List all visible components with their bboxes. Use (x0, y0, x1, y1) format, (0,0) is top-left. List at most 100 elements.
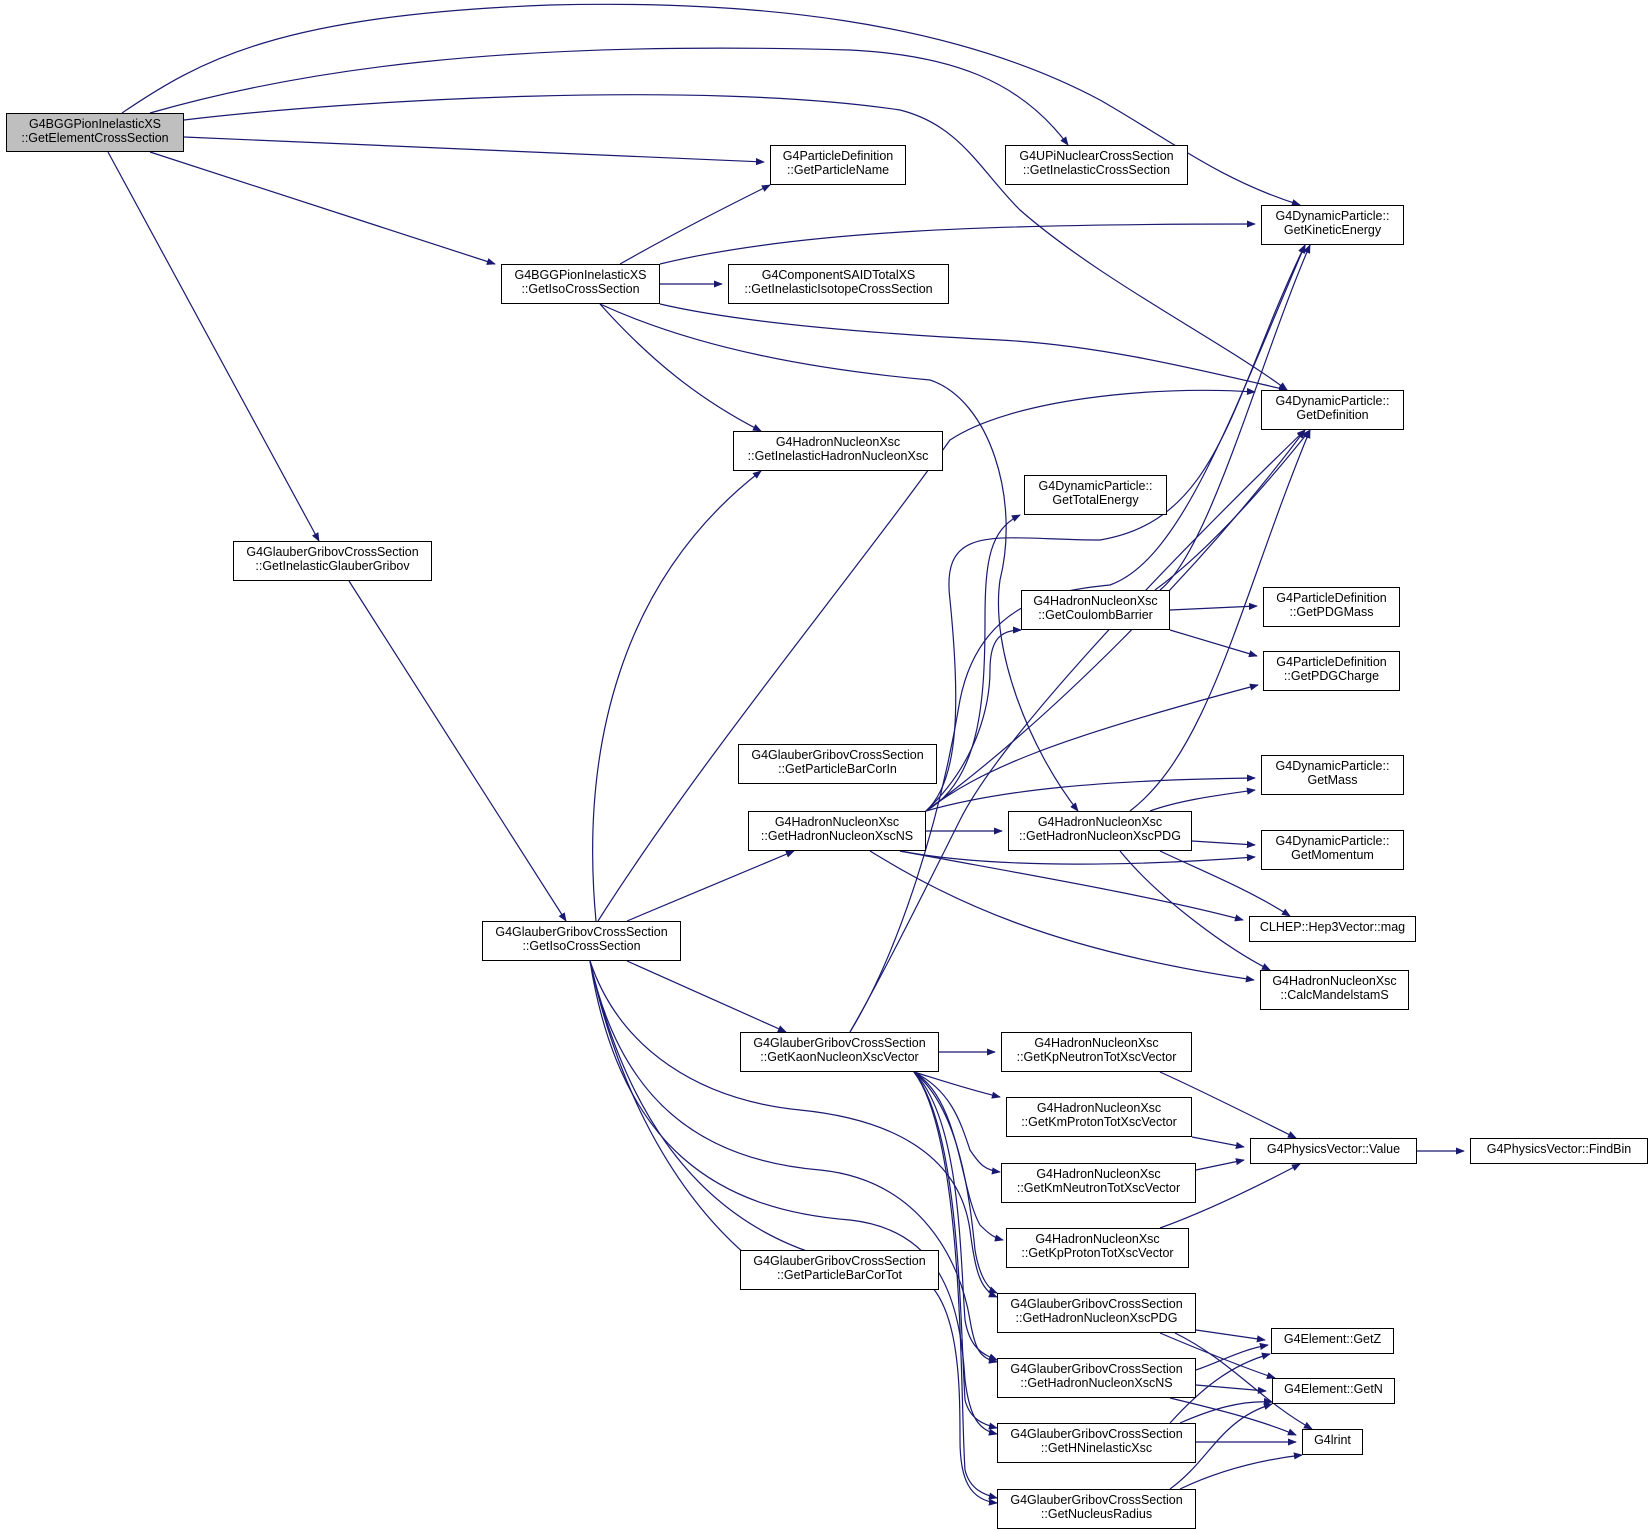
edge-gg-radius-to-lrint (1179, 1452, 1303, 1490)
edge-gg-hnns-to-el-z (1195, 1342, 1269, 1371)
node-hadron-nucleon-get-xsc-ns[interactable]: G4HadronNucleonXsc::GetHadronNucleonXscN… (748, 811, 926, 851)
edge-hn-ns-to-mandel (869, 850, 1255, 983)
node-line-2: GetMass (1307, 773, 1358, 787)
edge-bgg-iso-to-hn-inel (599, 303, 762, 432)
node-glauber-gribov-get-hn-inelastic-xsc[interactable]: G4GlauberGribovCrossSection::GetHNinelas… (997, 1423, 1196, 1463)
edge-gg-kaon-to-gg-hnpdg (913, 1071, 998, 1294)
node-line-2: GetTotalEnergy (1052, 493, 1139, 507)
edge-gg-iso-to-gg-hnns (589, 960, 998, 1364)
edge-coul-to-pd-charge (1169, 629, 1258, 658)
node-particle-definition-get-pdg-charge[interactable]: G4ParticleDefinition::GetPDGCharge (1263, 651, 1400, 691)
node-glauber-gribov-get-kaon-nucleon-xsc-vector[interactable]: G4GlauberGribovCrossSection::GetKaonNucl… (740, 1032, 939, 1072)
node-hadron-nucleon-get-xsc-pdg[interactable]: G4HadronNucleonXsc::GetHadronNucleonXscP… (1008, 811, 1192, 851)
edge-hn-ns-to-dp-te (925, 514, 1021, 812)
edge-gg-inel-to-gg-iso (348, 580, 567, 922)
node-hadron-nucleon-get-kp-proton-tot-xsc-vector[interactable]: G4HadronNucleonXsc::GetKpProtonTotXscVec… (1006, 1228, 1189, 1268)
edge-gg-kaon-to-dp-ke (849, 244, 1306, 1033)
node-glauber-gribov-get-hadron-nucleon-xsc-pdg[interactable]: G4GlauberGribovCrossSection::GetHadronNu… (997, 1293, 1196, 1333)
edge-kmp-to-pv-value (1191, 1136, 1245, 1150)
node-line-1: G4BGGPionInelasticXS (28, 117, 161, 131)
edge-hn-ns-to-hep-mag (899, 850, 1244, 922)
node-line-1: G4GlauberGribovCrossSection (753, 1036, 926, 1050)
edge-gg-kaon-to-gg-hnns (913, 1071, 998, 1361)
node-bgg-get-element-cross-section[interactable]: G4BGGPionInelasticXS::GetElementCrossSec… (6, 113, 184, 152)
edge-kmn-to-pv-value (1195, 1158, 1245, 1171)
node-dynamic-particle-get-total-energy[interactable]: G4DynamicParticle::GetTotalEnergy (1024, 475, 1167, 515)
node-line-1: G4ParticleDefinition (1276, 655, 1387, 669)
edge-hn-pdg-to-dp-mom (1191, 840, 1256, 849)
node-line-2: ::CalcMandelstamS (1280, 988, 1389, 1002)
node-particle-definition-get-particle-name[interactable]: G4ParticleDefinition::GetParticleName (770, 145, 906, 185)
node-line-1: G4GlauberGribovCrossSection (1010, 1427, 1183, 1441)
node-line-2: ::GetHadronNucleonXscNS (1020, 1376, 1173, 1390)
node-line-2: ::GetParticleName (786, 163, 890, 177)
node-line-2: ::GetHNinelasticXsc (1040, 1441, 1153, 1455)
node-line-2: ::GetInelasticCrossSection (1022, 163, 1171, 177)
edge-hn-ns-to-dp-def (925, 429, 1306, 812)
node-clhep-hep3vector-mag[interactable]: CLHEP::Hep3Vector::mag (1249, 916, 1416, 942)
node-upi-get-inelastic-cross-section[interactable]: G4UPiNuclearCrossSection::GetInelasticCr… (1005, 145, 1188, 185)
node-glauber-gribov-get-hadron-nucleon-xsc-ns[interactable]: G4GlauberGribovCrossSection::GetHadronNu… (997, 1358, 1196, 1398)
node-dynamic-particle-get-mass[interactable]: G4DynamicParticle::GetMass (1261, 755, 1404, 795)
node-line-1: G4DynamicParticle:: (1275, 209, 1390, 223)
node-bgg-get-iso-cross-section[interactable]: G4BGGPionInelasticXS::GetIsoCrossSection (501, 264, 660, 304)
edge-bgg-iso-to-dp-ke (659, 220, 1256, 265)
edge-gg-radius-to-el-n (1169, 1402, 1273, 1490)
edge-bgg-iso-to-dp-def (659, 303, 1288, 392)
edge-gg-kaon-to-gg-radius (913, 1071, 998, 1500)
node-line-1: G4HadronNucleonXsc (1036, 1167, 1161, 1181)
node-line-2: ::GetKpNeutronTotXscVector (1016, 1050, 1177, 1064)
node-dynamic-particle-get-kinetic-energy[interactable]: G4DynamicParticle::GetKineticEnergy (1261, 205, 1404, 245)
node-line-1: G4DynamicParticle:: (1275, 394, 1390, 408)
node-element-get-z[interactable]: G4Element::GetZ (1271, 1328, 1394, 1354)
node-line-2: ::GetHadronNucleonXscNS (760, 829, 914, 843)
node-line-1: G4GlauberGribovCrossSection (495, 925, 668, 939)
edge-gg-iso-to-dp-def (597, 387, 1256, 922)
node-line-1: G4GlauberGribovCrossSection (1010, 1362, 1183, 1376)
edge-gg-hnns-to-lrint (1169, 1397, 1297, 1436)
edge-root-to-dp-def (183, 94, 1288, 391)
node-g4lrint[interactable]: G4lrint (1302, 1429, 1363, 1455)
node-line-2: ::GetPDGCharge (1283, 669, 1380, 683)
node-line-2: ::GetElementCrossSection (21, 131, 169, 145)
node-dynamic-particle-get-momentum[interactable]: G4DynamicParticle::GetMomentum (1261, 830, 1404, 870)
node-hadron-nucleon-get-km-proton-tot-xsc-vector[interactable]: G4HadronNucleonXsc::GetKmProtonTotXscVec… (1006, 1097, 1192, 1137)
node-line-1: G4HadronNucleonXsc (1035, 1232, 1160, 1246)
node-line-1: G4HadronNucleonXsc (775, 435, 901, 449)
edge-gg-iso-to-gg-bartot (589, 960, 753, 1261)
node-physics-vector-find-bin[interactable]: G4PhysicsVector::FindBin (1470, 1138, 1648, 1164)
edge-root-to-upi (149, 47, 1069, 146)
node-line-1: G4DynamicParticle:: (1275, 759, 1390, 773)
node-line-1: CLHEP::Hep3Vector::mag (1259, 920, 1406, 934)
edge-bgg-iso-to-hn-pdg (599, 303, 1079, 812)
node-line-1: G4PhysicsVector::Value (1266, 1142, 1401, 1156)
node-line-2: ::GetKaonNucleonXscVector (760, 1050, 919, 1064)
node-glauber-gribov-get-nucleus-radius[interactable]: G4GlauberGribovCrossSection::GetNucleusR… (997, 1489, 1196, 1529)
node-line-2: ::GetInelasticGlauberGribov (255, 559, 410, 573)
node-hadron-nucleon-get-coulomb-barrier[interactable]: G4HadronNucleonXsc::GetCoulombBarrier (1021, 590, 1170, 630)
node-glauber-gribov-get-particle-bar-cor-in[interactable]: G4GlauberGribovCrossSection::GetParticle… (738, 744, 937, 784)
edge-hn-pdg-to-dp-mass (1149, 787, 1256, 812)
node-hadron-nucleon-get-km-neutron-tot-xsc-vector[interactable]: G4HadronNucleonXsc::GetKmNeutronTotXscVe… (1001, 1163, 1196, 1203)
edge-hn-ns-to-dp-mom (899, 850, 1256, 865)
node-line-1: G4GlauberGribovCrossSection (246, 545, 419, 559)
edge-gg-hninel-to-el-z (1169, 1352, 1271, 1424)
node-line-1: G4Element::GetN (1284, 1382, 1383, 1396)
node-line-2: ::GetIsoCrossSection (521, 282, 640, 296)
node-line-2: ::GetParticleBarCorTot (776, 1268, 903, 1282)
node-dynamic-particle-get-definition[interactable]: G4DynamicParticle::GetDefinition (1261, 390, 1404, 430)
node-said-get-inelastic-isotope-cross-section[interactable]: G4ComponentSAIDTotalXS::GetInelasticIsot… (728, 264, 949, 304)
node-hadron-nucleon-calc-mandelstam-s[interactable]: G4HadronNucleonXsc::CalcMandelstamS (1260, 970, 1409, 1010)
node-hadron-nucleon-get-kp-neutron-tot-xsc-vector[interactable]: G4HadronNucleonXsc::GetKpNeutronTotXscVe… (1001, 1032, 1192, 1072)
node-hadron-nucleon-get-inelastic-xsc[interactable]: G4HadronNucleonXsc::GetInelasticHadronNu… (733, 431, 943, 471)
node-line-1: G4GlauberGribovCrossSection (751, 748, 924, 762)
edge-gg-hninel-to-el-n (1179, 1397, 1273, 1424)
edge-gg-hnpdg-to-lrint (1174, 1332, 1313, 1430)
node-glauber-gribov-get-iso-cross-section[interactable]: G4GlauberGribovCrossSection::GetIsoCross… (482, 921, 681, 961)
node-glauber-gribov-get-particle-bar-cor-tot[interactable]: G4GlauberGribovCrossSection::GetParticle… (740, 1250, 939, 1290)
node-element-get-n[interactable]: G4Element::GetN (1272, 1378, 1395, 1404)
node-glauber-gribov-get-inelastic-glauber-gribov[interactable]: G4GlauberGribovCrossSection::GetInelasti… (233, 541, 432, 581)
node-particle-definition-get-pdg-mass[interactable]: G4ParticleDefinition::GetPDGMass (1263, 587, 1400, 627)
node-physics-vector-value[interactable]: G4PhysicsVector::Value (1250, 1138, 1417, 1164)
